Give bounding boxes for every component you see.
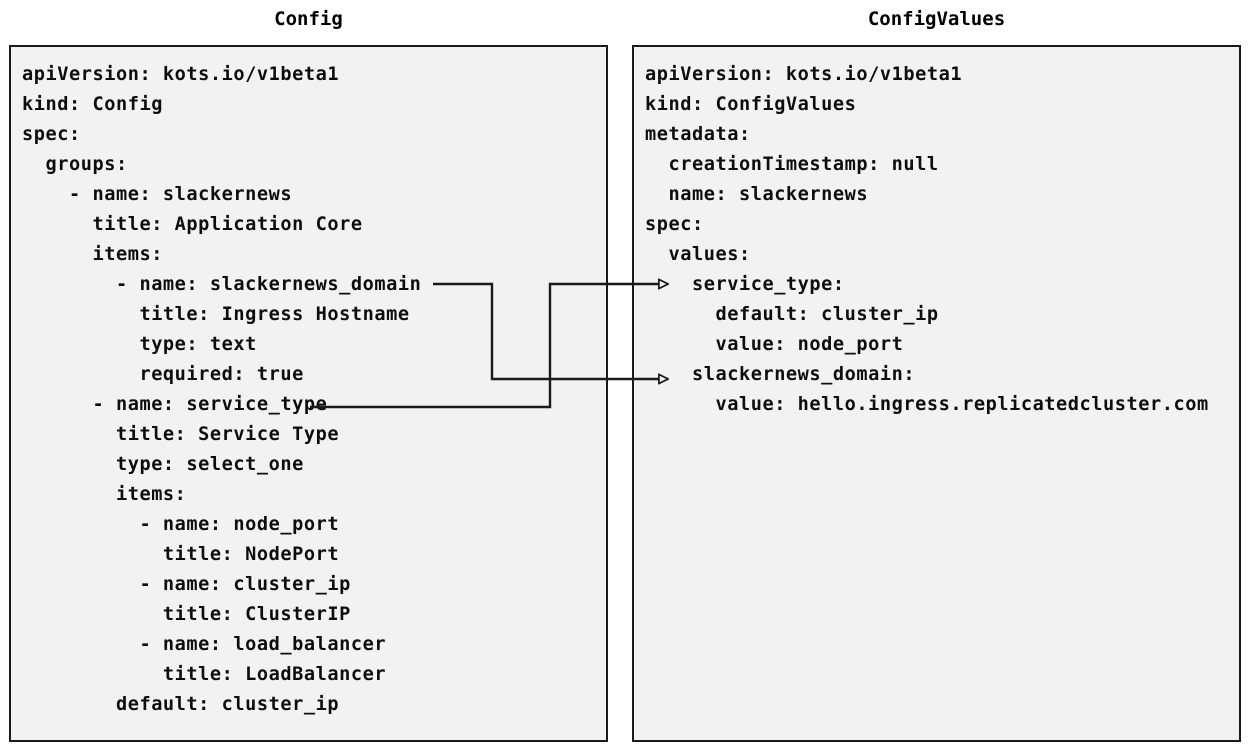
- config-yaml-code: apiVersion: kots.io/v1beta1 kind: Config…: [22, 64, 422, 715]
- configvalues-panel-title: ConfigValues: [867, 8, 1006, 30]
- configvalues-panel: apiVersion: kots.io/v1beta1 kind: Config…: [632, 45, 1241, 742]
- config-panel: apiVersion: kots.io/v1beta1 kind: Config…: [9, 45, 608, 742]
- configvalues-yaml-code: apiVersion: kots.io/v1beta1 kind: Config…: [645, 64, 1209, 415]
- config-panel-title: Config: [274, 8, 343, 30]
